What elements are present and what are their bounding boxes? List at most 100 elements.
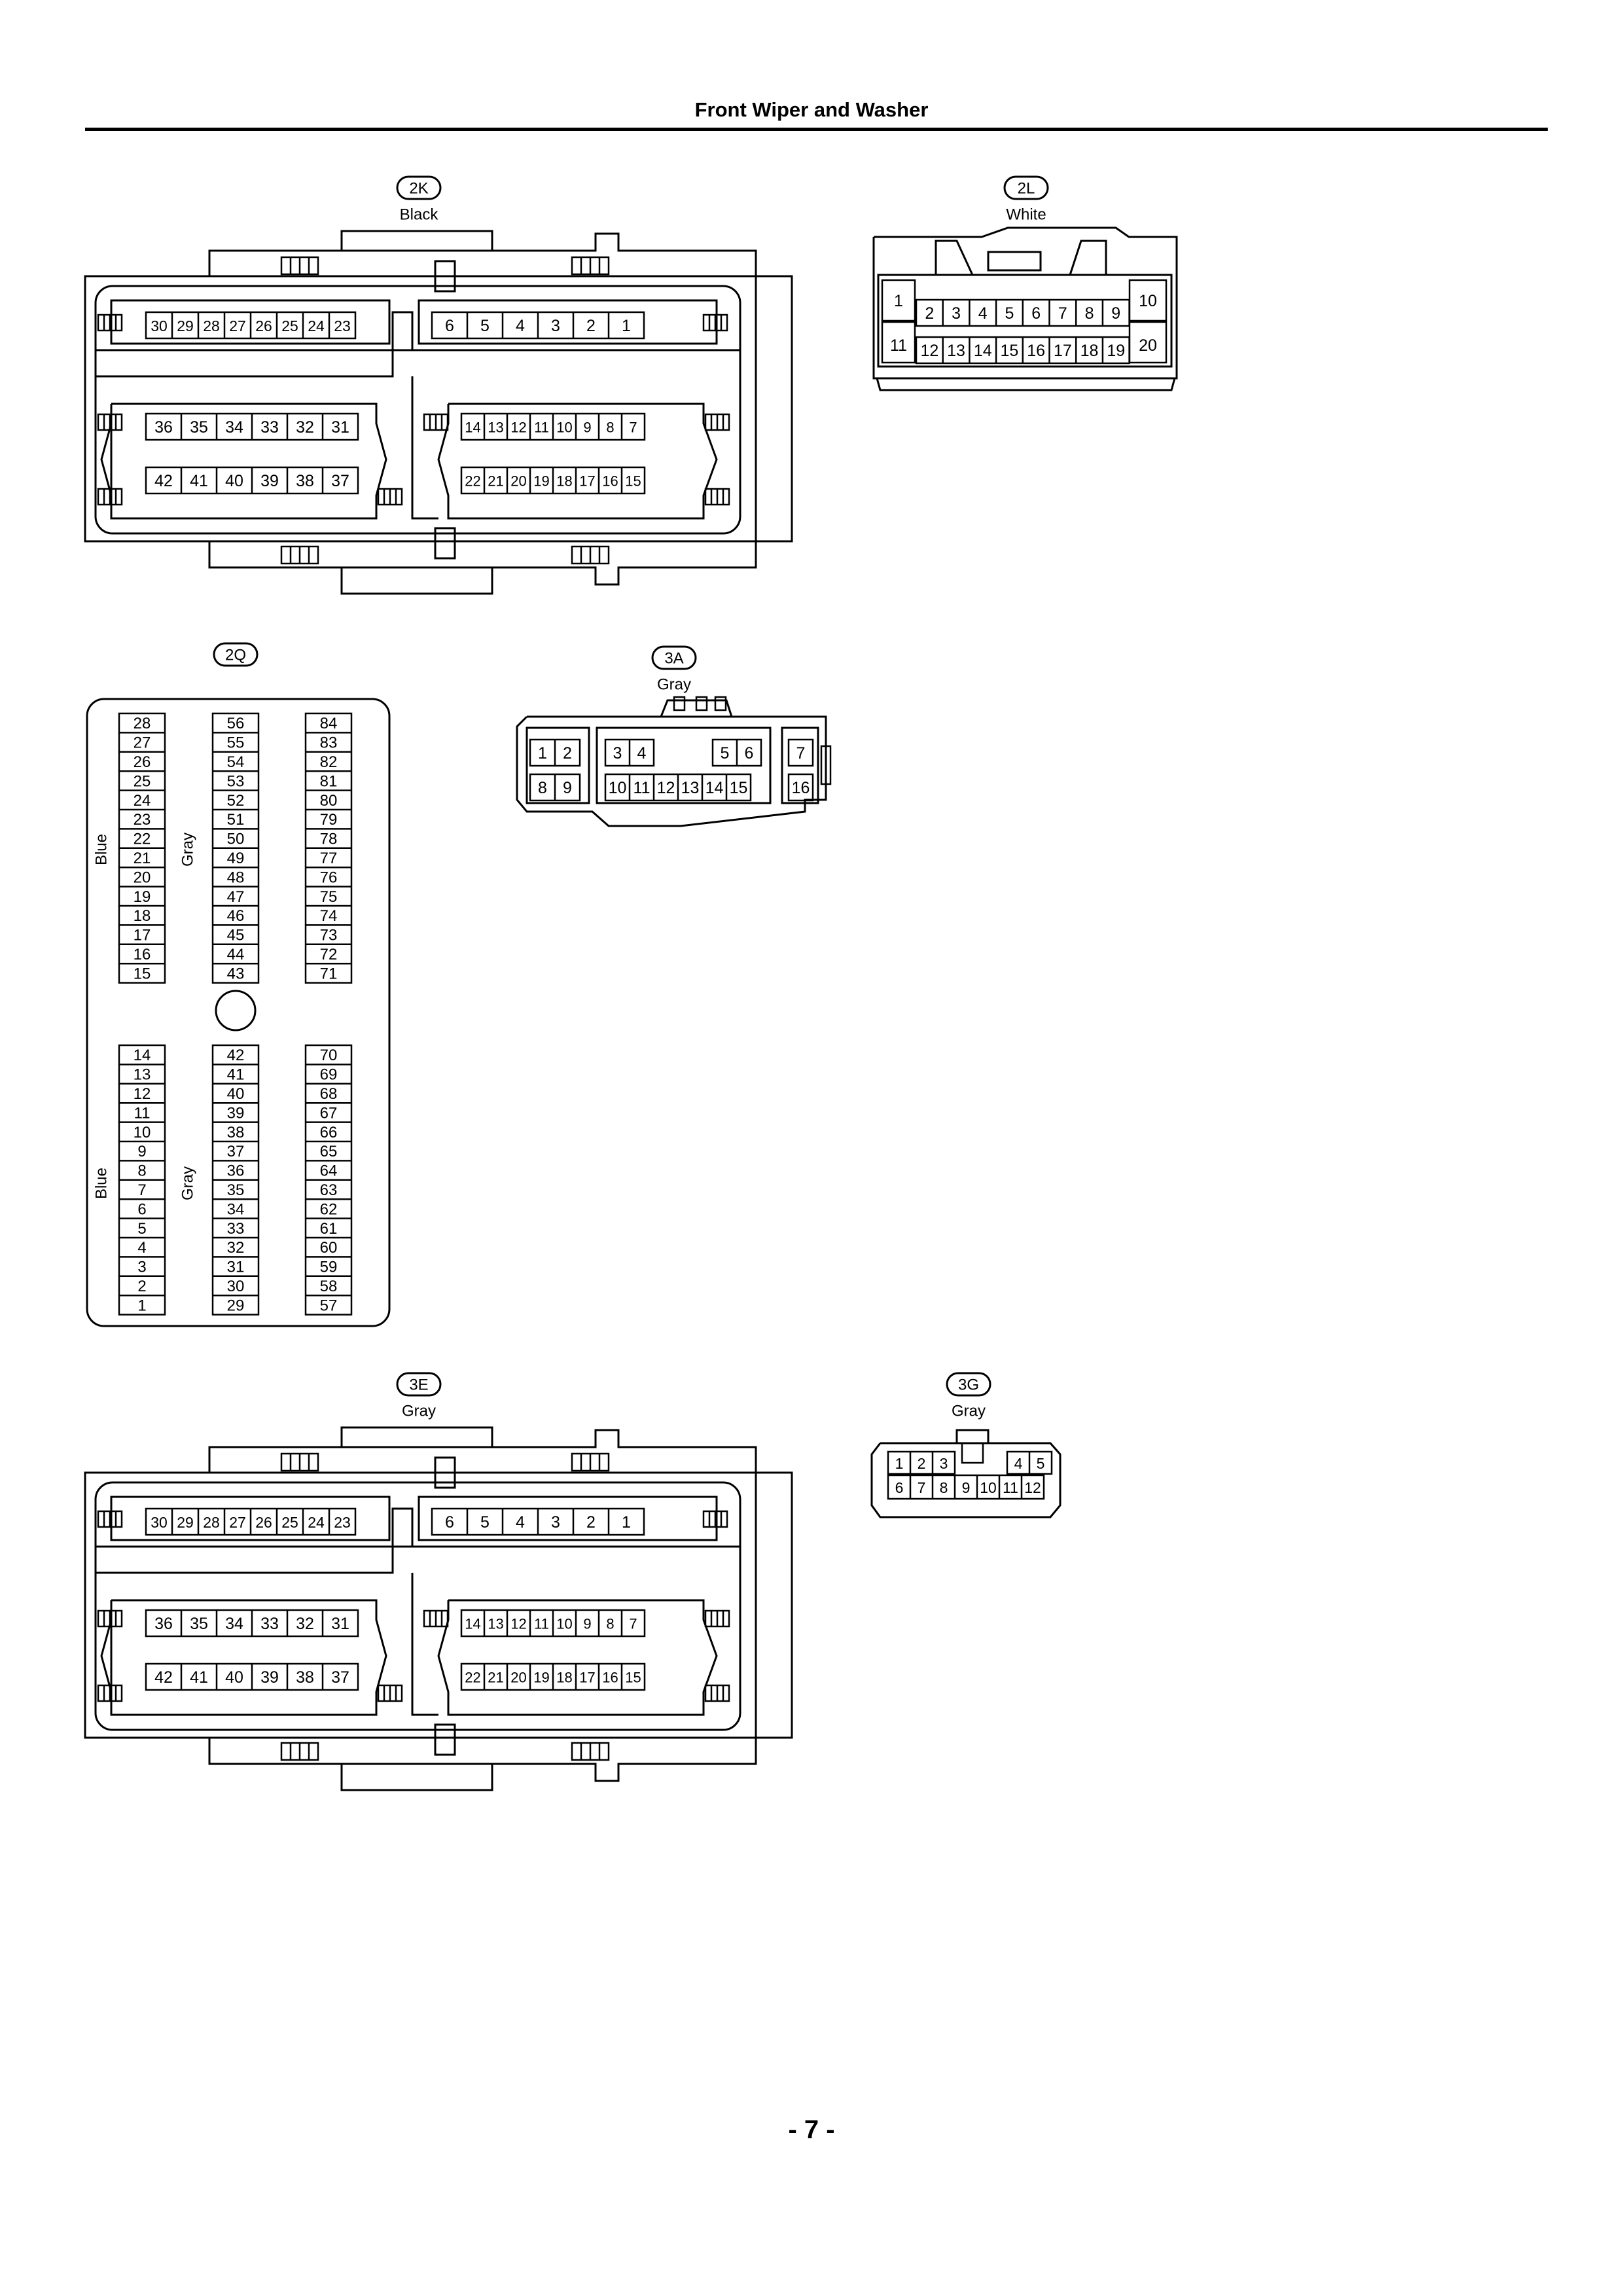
block-ribs: [704, 1684, 730, 1702]
connector-code: 3E: [409, 1376, 428, 1394]
pin-32: 32: [227, 1239, 245, 1257]
pin-8: 8: [137, 1162, 146, 1180]
pin-22: 22: [465, 473, 480, 490]
pin-67: 67: [320, 1104, 338, 1122]
pin-28: 28: [203, 317, 220, 334]
pin-cell: [881, 279, 916, 322]
pin-6: 6: [445, 1513, 454, 1532]
pin-37: 37: [227, 1143, 245, 1160]
outer-shell: [872, 226, 1178, 380]
pin-field: [877, 274, 1173, 368]
block-outline: [437, 1599, 718, 1716]
pin-55: 55: [227, 734, 245, 752]
connector-color: Gray: [402, 1403, 436, 1420]
pin-6: 6: [745, 744, 754, 762]
housing-left: [526, 726, 590, 804]
pin-61: 61: [320, 1220, 338, 1238]
pin-30: 30: [227, 1278, 245, 1295]
pin-42: 42: [154, 1668, 173, 1687]
pin-12: 12: [510, 420, 526, 436]
connector-code-badge: 3A: [651, 645, 697, 670]
pin-24: 24: [308, 317, 325, 334]
pin-80: 80: [320, 792, 338, 810]
connector-color: Gray: [657, 676, 691, 694]
pin-26: 26: [255, 317, 272, 334]
pin-11: 11: [633, 779, 651, 797]
pin-9: 9: [1111, 304, 1120, 323]
pin-36: 36: [154, 1615, 173, 1633]
pin-12: 12: [920, 342, 938, 360]
top-tab: [340, 230, 493, 251]
pin-59: 59: [320, 1259, 338, 1276]
bottom-shell: [208, 541, 757, 586]
pin-16: 16: [602, 1670, 618, 1686]
pin-25: 25: [281, 317, 298, 334]
block-ribs: [97, 314, 123, 332]
pin-58: 58: [320, 1278, 338, 1295]
pin-13: 13: [134, 1066, 151, 1084]
pin-20: 20: [510, 1670, 526, 1686]
top-shell: [208, 1429, 757, 1473]
connector-code-badge: 2Q: [213, 642, 259, 667]
pin-7: 7: [629, 1616, 637, 1632]
pin-79: 79: [320, 811, 338, 829]
pin-4: 4: [637, 744, 647, 762]
pin-14: 14: [974, 342, 992, 360]
pin-62: 62: [320, 1200, 338, 1218]
pin-22: 22: [134, 831, 151, 848]
pin-26: 26: [255, 1514, 272, 1531]
pin-23: 23: [134, 811, 151, 829]
block-ribs: [97, 1510, 123, 1528]
pin-40: 40: [227, 1085, 245, 1103]
pin-34: 34: [225, 418, 243, 437]
pin-34: 34: [227, 1200, 245, 1218]
side-tab: [820, 745, 832, 785]
pin-row-outline: [787, 773, 814, 802]
pin-4: 4: [1014, 1455, 1023, 1472]
pin-36: 36: [227, 1162, 245, 1180]
pin-4: 4: [137, 1239, 146, 1257]
connector-body: [86, 698, 391, 1327]
pin-21: 21: [134, 850, 151, 867]
pin-1: 1: [894, 292, 903, 310]
pin-row-outline: [887, 1450, 956, 1475]
pin-10: 10: [556, 420, 572, 436]
pin-44: 44: [227, 946, 245, 963]
latch-right: [1069, 240, 1107, 276]
pin-9: 9: [962, 1479, 971, 1496]
pin-81: 81: [320, 772, 338, 790]
pin-15: 15: [730, 779, 748, 797]
pin-3: 3: [551, 317, 560, 335]
pin-52: 52: [227, 792, 245, 810]
connector-body: [84, 1426, 793, 1791]
page-title: Front Wiper and Washer: [694, 98, 929, 121]
housing-middle: [596, 726, 772, 804]
block-ribs: [377, 1684, 403, 1702]
pin-3: 3: [952, 304, 961, 323]
pin-2: 2: [918, 1455, 926, 1472]
pin-40: 40: [225, 1668, 243, 1687]
connector-code-badge: 3G: [946, 1372, 991, 1397]
pin-5: 5: [480, 1513, 490, 1532]
pin-56: 56: [227, 715, 245, 732]
latch-post: [714, 696, 727, 711]
top-latch-right: [571, 1452, 610, 1472]
pin-15: 15: [625, 1670, 641, 1686]
pin-23: 23: [334, 1514, 351, 1531]
pin-10: 10: [609, 779, 627, 797]
pin-18: 18: [1080, 342, 1099, 360]
pin-36: 36: [154, 418, 173, 437]
pin-11: 11: [134, 1104, 151, 1122]
